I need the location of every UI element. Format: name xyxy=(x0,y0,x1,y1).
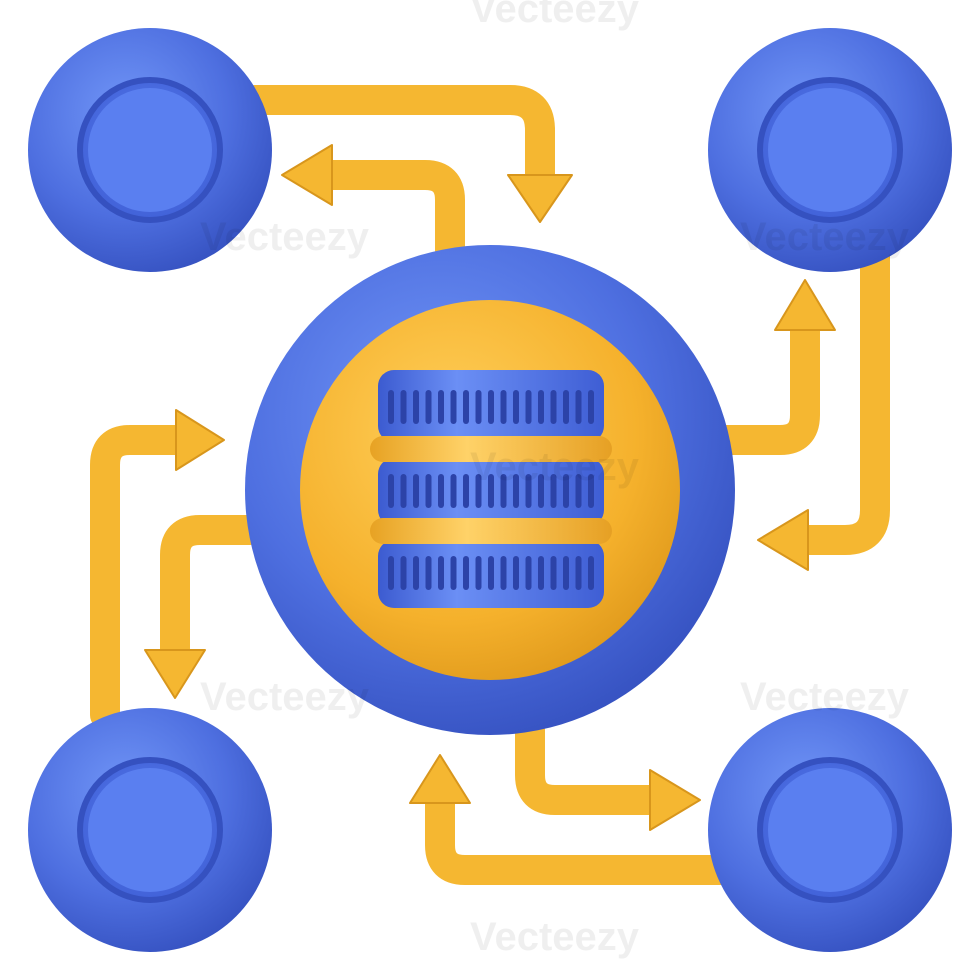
separator-ring xyxy=(370,518,612,544)
vent-slot xyxy=(575,474,582,508)
watermark-text: Vecteezy xyxy=(470,445,640,489)
vent-slot xyxy=(513,390,519,424)
vent-slot xyxy=(550,556,557,590)
vent-slot xyxy=(388,390,394,424)
vent-slot xyxy=(450,474,457,508)
arrow-head-up-icon xyxy=(774,279,836,331)
arrow-head-down-icon xyxy=(507,174,573,223)
watermark-text: Vecteezy xyxy=(200,215,370,259)
arrow-head-right-icon xyxy=(175,409,225,471)
vent-slot xyxy=(575,390,582,424)
watermark-text: Vecteezy xyxy=(740,675,910,719)
vent-row-top xyxy=(388,390,594,424)
vent-slot xyxy=(513,474,519,508)
vent-slot xyxy=(525,474,532,508)
arrow-head-down-icon xyxy=(144,649,206,699)
vent-slot xyxy=(388,474,394,508)
arrow-pipe-top-right-in xyxy=(710,315,820,455)
vent-slot xyxy=(563,556,569,590)
arrow-pipe-bottom-left-in xyxy=(160,515,265,665)
vent-slot xyxy=(488,556,494,590)
vent-slot xyxy=(475,390,482,424)
vent-slot xyxy=(513,556,519,590)
arrow-pipe-top-left-in xyxy=(315,160,465,265)
arrow-head-left-icon xyxy=(281,144,333,206)
vent-slot xyxy=(525,390,532,424)
separator-ring xyxy=(370,436,612,462)
node-top-left xyxy=(28,28,272,272)
vent-slot xyxy=(413,390,419,424)
connectors xyxy=(90,85,890,885)
vent-slot xyxy=(475,474,482,508)
arrow-head-left-icon xyxy=(757,509,809,571)
database-server-icon xyxy=(370,370,612,608)
vent-slot xyxy=(400,390,407,424)
vent-slot xyxy=(388,556,394,590)
vent-slot xyxy=(463,474,469,508)
vent-slot xyxy=(500,474,507,508)
vent-row-middle xyxy=(388,474,594,508)
vent-slot xyxy=(500,390,507,424)
vent-slot xyxy=(550,474,557,508)
vent-slot xyxy=(500,556,507,590)
arrow-pipe-bottom-right-out xyxy=(425,785,735,885)
node-bottom-left xyxy=(28,708,272,952)
vent-slot xyxy=(563,474,569,508)
watermark-text: Vecteezy xyxy=(470,915,640,959)
vent-slot xyxy=(400,556,407,590)
vent-slot xyxy=(588,474,594,508)
arrow-pipe-bottom-left-out xyxy=(90,425,195,730)
vent-slot xyxy=(563,390,569,424)
vent-slot xyxy=(475,556,482,590)
vent-slot xyxy=(550,390,557,424)
node-top-right xyxy=(708,28,952,272)
arrow-pipe-top-right-out xyxy=(790,240,890,555)
vent-slot xyxy=(538,556,544,590)
watermark-text: Vecteezy xyxy=(470,0,640,31)
vent-slot xyxy=(538,390,544,424)
vent-slot xyxy=(413,556,419,590)
vent-slot xyxy=(488,390,494,424)
vent-slot xyxy=(425,390,432,424)
arrow-heads xyxy=(144,144,836,831)
watermark-text: Vecteezy xyxy=(200,675,370,719)
vent-slot xyxy=(400,474,407,508)
vent-slot xyxy=(538,474,544,508)
vent-slot xyxy=(425,556,432,590)
vent-slot xyxy=(438,390,444,424)
arrow-pipe-bottom-right-in xyxy=(515,715,665,815)
vent-slot xyxy=(438,556,444,590)
vent-slot xyxy=(425,474,432,508)
vent-slot xyxy=(488,474,494,508)
vent-slot xyxy=(575,556,582,590)
vent-slot xyxy=(413,474,419,508)
arrow-head-right-icon xyxy=(649,769,701,831)
watermark-text: Vecteezy xyxy=(740,215,910,259)
vent-slot xyxy=(450,390,457,424)
watermark: Vecteezy Vecteezy Vecteezy Vecteezy Vect… xyxy=(200,0,910,959)
vent-row-bottom xyxy=(388,556,594,590)
vent-slot xyxy=(588,556,594,590)
vent-slot xyxy=(525,556,532,590)
vent-slot xyxy=(463,556,469,590)
vent-slot xyxy=(450,556,457,590)
node-bottom-right xyxy=(708,708,952,952)
arrow-pipe-top-left-out xyxy=(240,85,555,195)
vent-slot xyxy=(463,390,469,424)
arrow-head-up-icon xyxy=(409,754,471,804)
vent-slot xyxy=(438,474,444,508)
vent-slot xyxy=(588,390,594,424)
